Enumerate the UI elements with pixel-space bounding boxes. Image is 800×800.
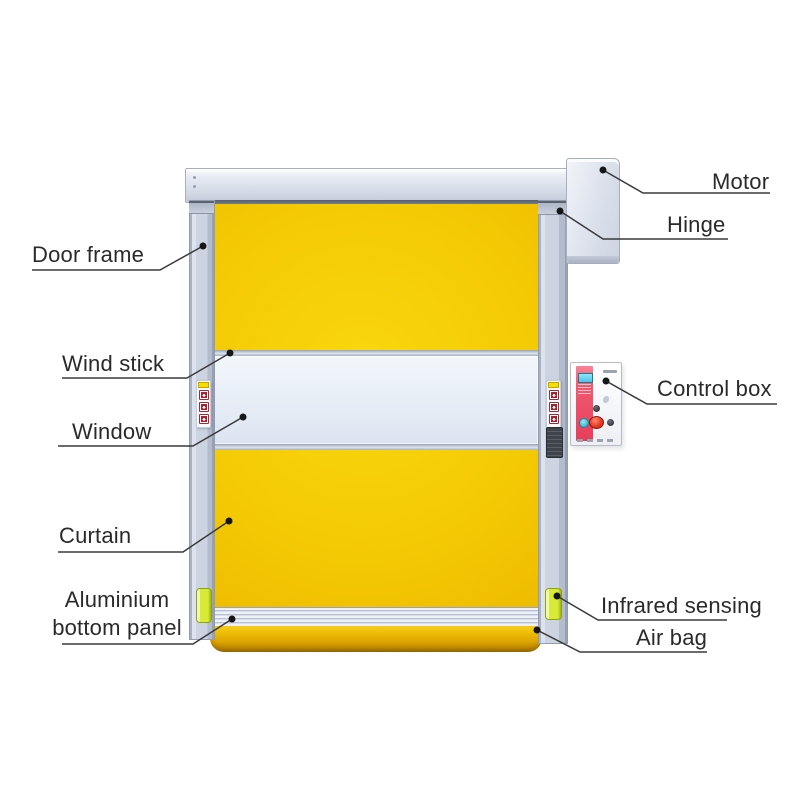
dark-button-icon: [607, 419, 614, 426]
infrared-sensor-right: [545, 588, 562, 620]
stop-button-icon: [198, 402, 209, 412]
roller-header-box: [185, 168, 568, 203]
roller-gap-shadow: [213, 200, 538, 206]
membrane-button-panel-right: [546, 380, 561, 428]
stop-button-icon: [548, 402, 559, 412]
label-aluminium-line1: Aluminium: [64, 587, 170, 612]
door-window: [213, 356, 538, 444]
wind-stick-bar: [213, 350, 538, 356]
label-air-bag: Air bag: [636, 625, 708, 650]
panel-header-strip: [548, 382, 559, 388]
motor-box: [566, 158, 620, 264]
label-motor: Motor: [712, 169, 770, 194]
red-stop-button-icon: [589, 416, 604, 429]
aluminium-bottom-panel: [213, 607, 540, 628]
label-hinge: Hinge: [667, 212, 726, 237]
open-button-icon: [198, 390, 209, 400]
display-text-lines: [578, 384, 591, 394]
label-wind-stick: Wind stick: [62, 351, 165, 376]
air-bag: [210, 626, 542, 652]
close-button-icon: [198, 414, 209, 424]
label-door-frame: Door frame: [32, 242, 145, 267]
key-switch-icon: [593, 405, 600, 412]
label-aluminium-line2: bottom panel: [52, 615, 182, 640]
screw-icon: [193, 176, 196, 179]
wind-stick-bar-lower: [213, 444, 538, 450]
close-button-icon: [548, 414, 559, 424]
spec-sticker: [546, 427, 563, 458]
lcd-display: [578, 373, 593, 383]
control-box-footer-marks: [577, 439, 615, 442]
label-window: Window: [72, 419, 152, 444]
cyan-button-icon: [579, 418, 589, 428]
panel-header-strip: [198, 382, 209, 388]
membrane-button-panel-left: [196, 380, 211, 428]
open-button-icon: [548, 390, 559, 400]
label-aluminium-bottom-panel: Aluminium bottom panel: [42, 586, 192, 642]
control-box: [570, 362, 622, 446]
label-infrared-sensing: Infrared sensing: [601, 593, 762, 618]
brand-mark: [603, 370, 617, 373]
infrared-sensor-left: [196, 588, 212, 623]
control-box-pink-panel: [576, 366, 593, 441]
screw-icon: [193, 185, 196, 188]
label-control-box: Control box: [657, 376, 772, 401]
crescent-knob-icon: [603, 396, 611, 404]
label-curtain: Curtain: [59, 523, 132, 548]
hinge-bracket: [538, 201, 567, 215]
frame-top-bracket-left: [189, 201, 214, 214]
